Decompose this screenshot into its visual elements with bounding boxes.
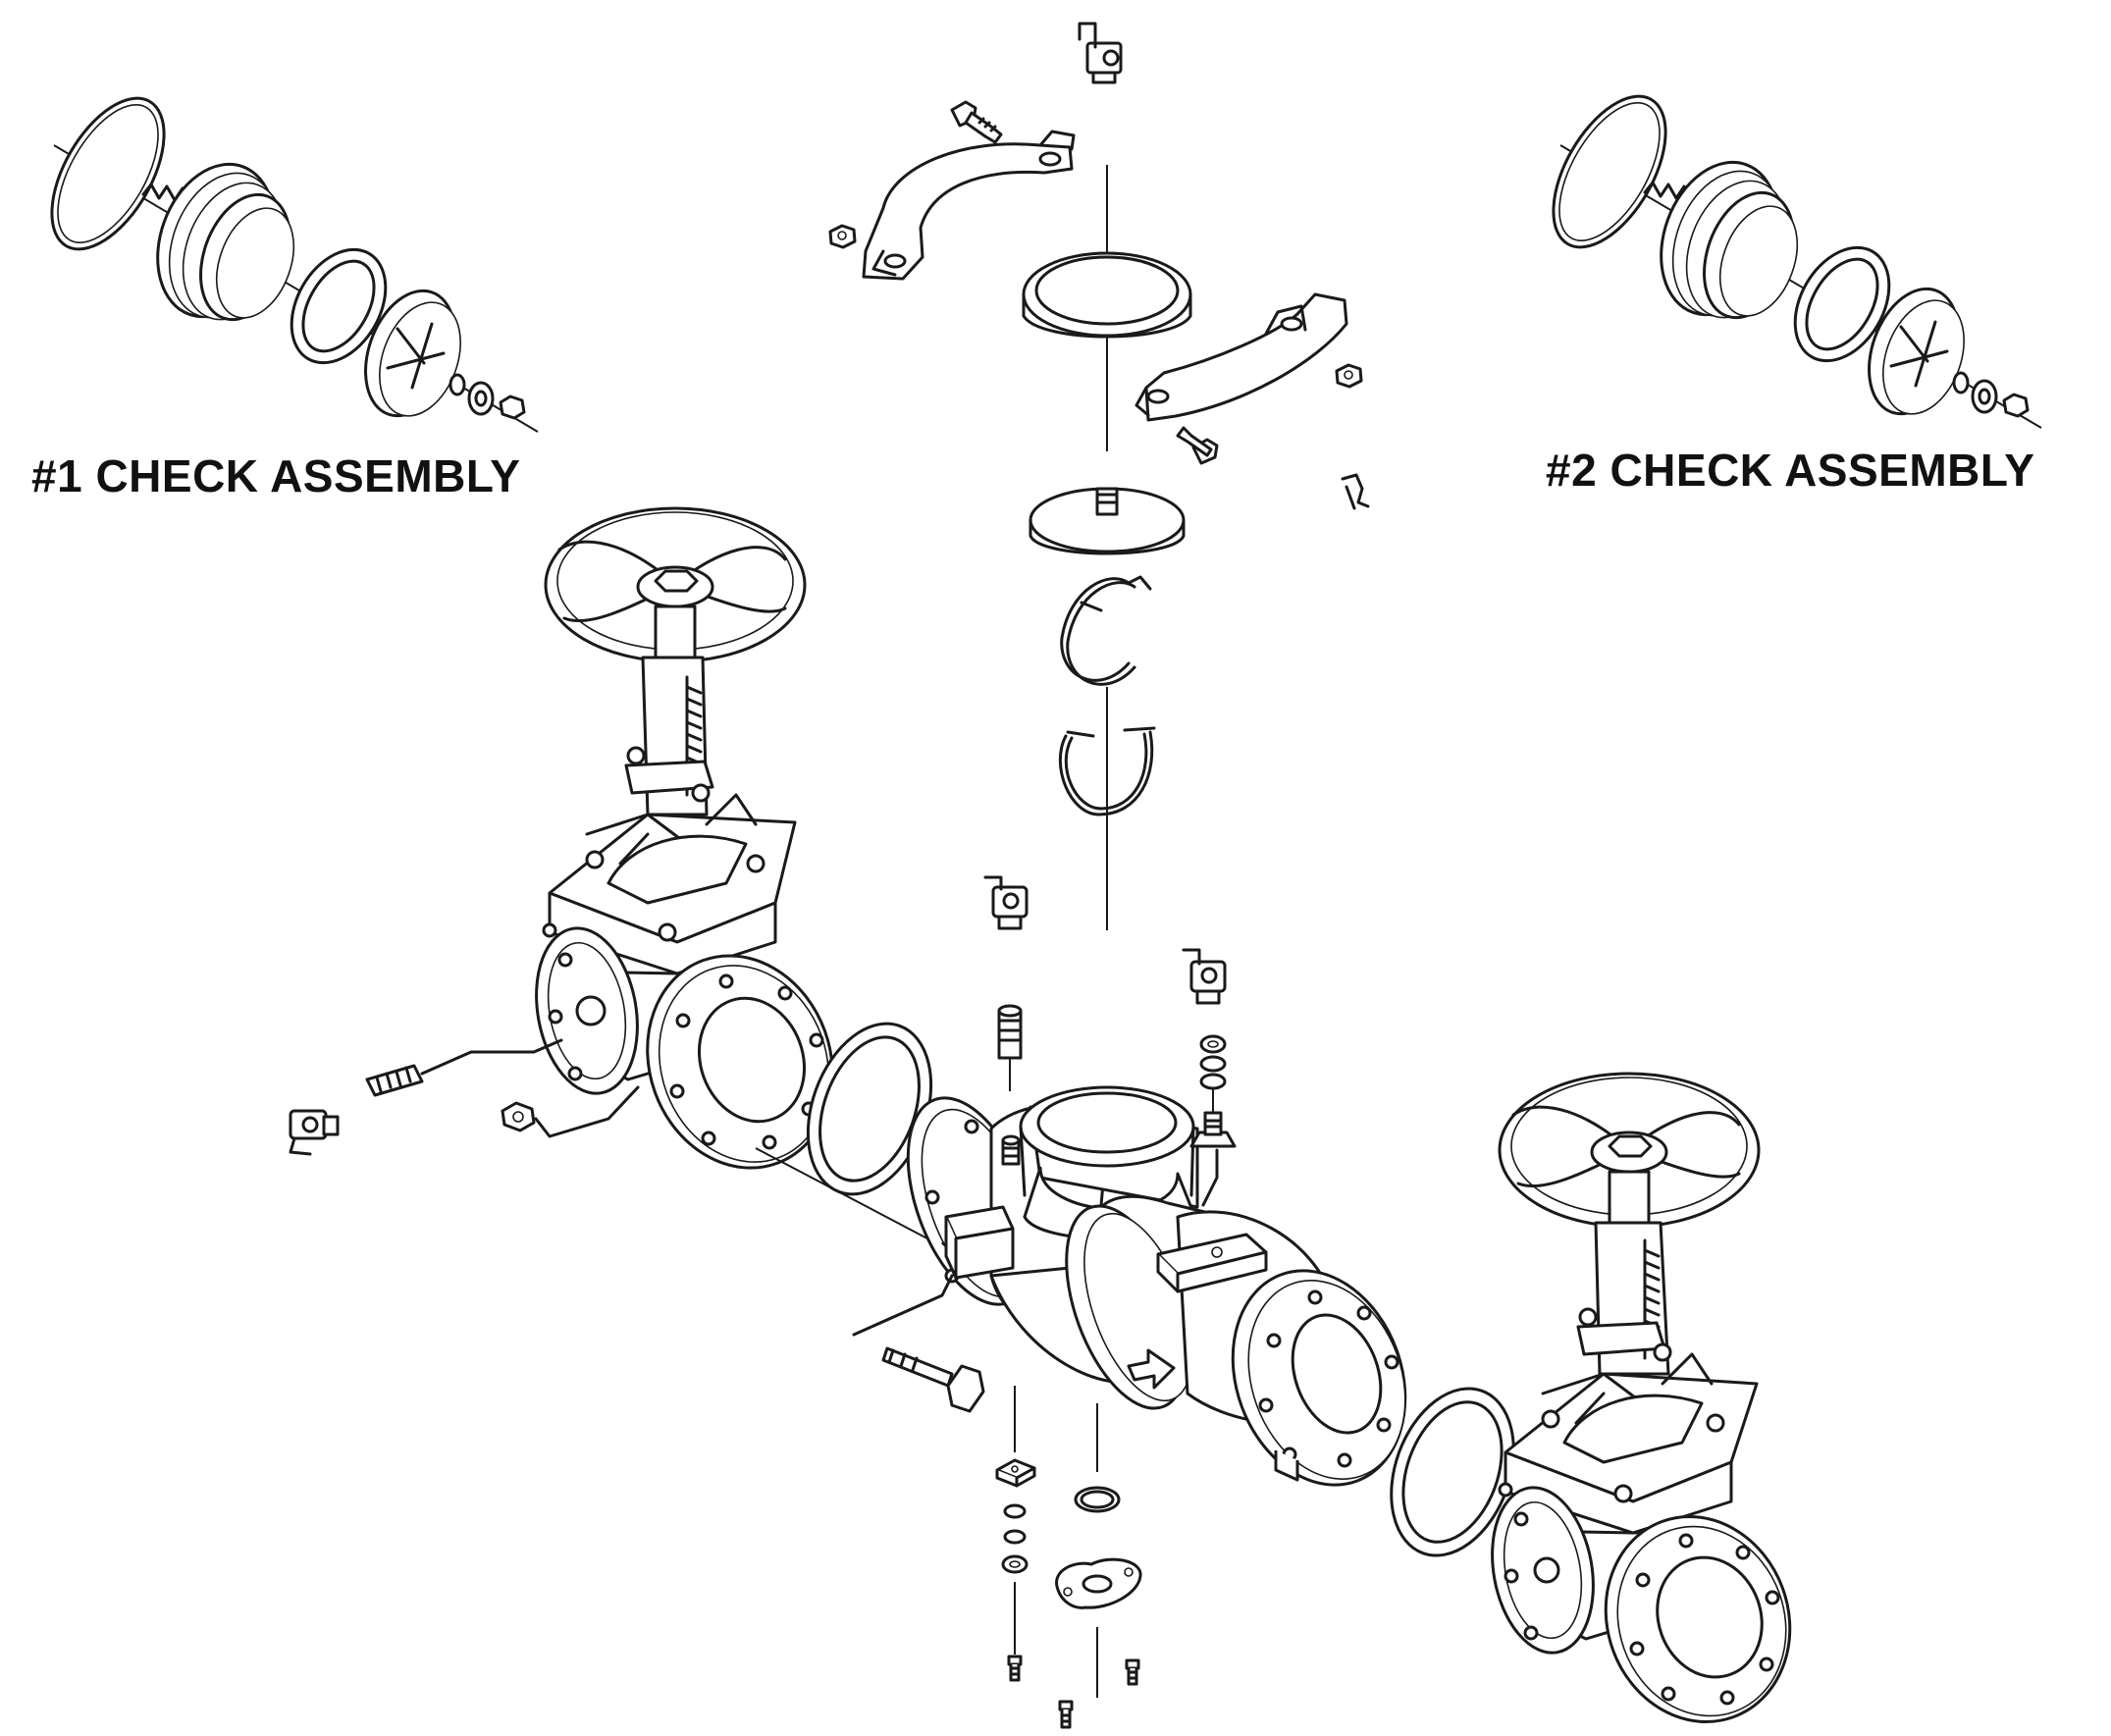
drain-flange-bottom	[1055, 1557, 1142, 1609]
nipple-center-left	[997, 1004, 1023, 1091]
nipple-left	[365, 1038, 563, 1097]
handwheel-left	[544, 506, 807, 663]
flow-arrow	[1127, 1348, 1176, 1390]
clip-pin	[1341, 473, 1370, 510]
test-cock-center-right	[1182, 948, 1227, 1005]
gate-valve-left	[535, 506, 834, 1170]
clamp-nut-left	[828, 224, 857, 249]
inlet-flange-left	[535, 926, 639, 1095]
clamp-half-right	[1135, 292, 1348, 422]
test-cock-center-left	[983, 875, 1029, 930]
body-fittings	[852, 875, 1237, 1413]
cover-disc	[1029, 487, 1186, 555]
nut-left	[501, 1085, 640, 1138]
check-assembly-2	[1552, 94, 2042, 429]
body-cover-boss	[1019, 1085, 1195, 1240]
inlet-flange-right	[1491, 1486, 1595, 1655]
bonnet-left	[548, 793, 797, 944]
body-side-pad	[944, 1205, 1015, 1280]
clamp-nut-right	[1335, 363, 1363, 389]
left-small-parts	[289, 1022, 943, 1247]
flange-axis-left	[755, 1147, 943, 1247]
test-cock-left	[289, 1109, 340, 1156]
cover-gasket-ring	[1022, 251, 1192, 339]
check-2-washer-nut	[1952, 371, 2030, 418]
check-1-guide-disc	[364, 289, 461, 418]
yoke-right	[1576, 1221, 1672, 1376]
bushing-center-left	[1001, 1134, 1021, 1166]
bonnet-right	[1504, 1352, 1759, 1503]
retaining-clip-lower	[1058, 726, 1156, 816]
handwheel-right	[1498, 1072, 1761, 1229]
fitting-center-right	[1189, 1111, 1237, 1207]
check-2-o-ring	[1552, 94, 1667, 249]
washer-stack-right	[1199, 1034, 1227, 1113]
o-ring-bottom	[1074, 1486, 1121, 1513]
body-outlet-flange	[1231, 1269, 1407, 1487]
square-pad-bottom	[995, 1458, 1036, 1488]
check-2-seat-ring	[1793, 245, 1891, 363]
check-assembly-1-label: #1 CHECK ASSEMBLY	[31, 450, 521, 501]
body-test-port-pad	[1156, 1233, 1268, 1293]
check-assembly-2-label: #2 CHECK ASSEMBLY	[1546, 445, 2035, 496]
clamp-half-left	[862, 130, 1076, 281]
check-1-washer-nut	[449, 373, 526, 420]
body-bolt	[852, 1274, 985, 1413]
check-2-guide-disc	[1868, 287, 1965, 416]
check-1-seat-ring	[290, 247, 388, 365]
check-2-poppet	[1660, 160, 1799, 320]
outlet-flange-right	[1604, 1515, 1792, 1723]
retaining-clip-upper	[1060, 575, 1152, 686]
gasket-right	[1390, 1387, 1515, 1557]
yoke-left	[624, 656, 714, 816]
check-2-spring	[1643, 181, 1694, 202]
screw-bottom-right	[1125, 1658, 1140, 1686]
screw-bottom-left	[1007, 1655, 1023, 1682]
test-cock-top	[1078, 22, 1123, 84]
check-1-o-ring	[50, 96, 166, 251]
cover-clamp-stack	[828, 22, 1370, 930]
clamp-bolt-top	[950, 100, 1003, 144]
backflow-body	[906, 1085, 1407, 1487]
screw-bottom-center	[1058, 1700, 1074, 1729]
check-assembly-1	[50, 96, 539, 433]
gasket-left	[806, 1022, 933, 1196]
gate-valve-right	[1390, 1072, 1792, 1723]
check-1-poppet	[156, 162, 295, 322]
clamp-bolt-right	[1176, 426, 1219, 465]
washer-stack-bottom	[1001, 1503, 1029, 1574]
bottom-small-parts	[995, 1386, 1142, 1729]
